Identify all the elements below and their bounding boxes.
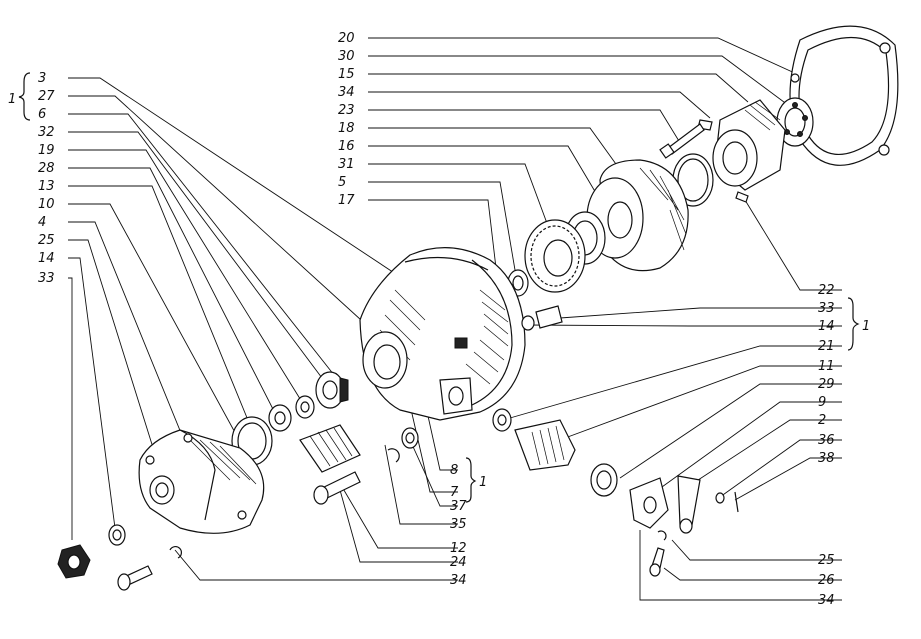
drum-16-part xyxy=(586,159,689,272)
left-label-10: 14 xyxy=(38,251,55,266)
lever-2-part xyxy=(677,475,701,534)
gear-5-part xyxy=(524,219,586,293)
left-label-2: 6 xyxy=(38,107,46,122)
left-group-number: 1 xyxy=(8,92,16,107)
front-cover-part xyxy=(138,429,265,534)
left-group-bracket: 1 xyxy=(8,72,31,121)
left-label-1: 27 xyxy=(38,89,55,104)
center-bottom-label-1: 7 xyxy=(450,485,459,500)
left-label-8: 4 xyxy=(38,215,46,230)
center-bottom-label-2: 37 xyxy=(450,499,467,514)
right-label-2: 14 xyxy=(818,319,835,334)
circlip-34b-part xyxy=(657,530,667,541)
bearing-29-part xyxy=(590,463,618,497)
bushing-21-part xyxy=(492,408,512,432)
shift-fork-part xyxy=(629,477,669,529)
left-label-9: 25 xyxy=(38,233,55,248)
leader-lines xyxy=(68,37,842,601)
bearing-30-part xyxy=(776,97,814,147)
right-label-column: 22 33 14 21 11 29 9 2 36 38 xyxy=(818,283,835,466)
right-label-6: 9 xyxy=(818,395,826,410)
nut-33-part xyxy=(57,544,91,579)
center-bottom-label-0: 8 xyxy=(450,463,458,478)
bottom-right-label-0: 25 xyxy=(818,553,835,568)
center-group-bracket: 1 xyxy=(465,457,487,503)
top-right-label-column: 20 30 15 34 23 18 16 31 5 17 xyxy=(338,31,355,208)
right-label-8: 36 xyxy=(818,433,835,448)
washer-7-part xyxy=(401,427,419,449)
plug-14-part xyxy=(521,305,563,331)
left-label-5: 28 xyxy=(38,161,55,176)
right-label-5: 29 xyxy=(818,377,835,392)
top-right-label-4: 23 xyxy=(338,103,355,118)
cover-gasket-part xyxy=(789,25,899,166)
left-label-0: 3 xyxy=(38,71,46,86)
shaft-11-part xyxy=(514,419,576,471)
top-right-label-9: 17 xyxy=(338,193,355,208)
bolt-23-part xyxy=(659,123,705,159)
washer-19-part xyxy=(295,395,315,419)
top-right-label-7: 31 xyxy=(338,157,355,172)
center-bottom-label-6: 34 xyxy=(450,573,467,588)
left-label-6: 13 xyxy=(38,179,55,194)
left-label-4: 19 xyxy=(38,143,55,158)
right-label-7: 2 xyxy=(818,413,826,428)
circlip-37-part xyxy=(387,448,400,463)
circlip-34-part xyxy=(169,546,182,559)
pin-22-part xyxy=(735,191,749,203)
output-hub-part xyxy=(697,99,786,191)
left-label-column: 3 27 6 32 19 28 13 10 4 25 14 33 xyxy=(38,71,55,286)
top-right-label-3: 34 xyxy=(338,85,355,100)
bolt-25-part xyxy=(117,565,153,591)
right-label-4: 11 xyxy=(818,359,835,374)
left-label-3: 32 xyxy=(38,125,55,140)
top-right-label-8: 5 xyxy=(338,175,346,190)
top-right-label-5: 18 xyxy=(338,121,355,136)
washer-14-part xyxy=(108,524,126,546)
center-bottom-label-3: 35 xyxy=(450,517,467,532)
right-group-number: 1 xyxy=(862,319,870,334)
center-bottom-label-4: 12 xyxy=(450,541,467,556)
bottom-right-label-column: 25 26 34 xyxy=(818,553,835,608)
top-right-label-2: 15 xyxy=(338,67,355,82)
main-housing-part xyxy=(359,247,526,421)
nut-28-part xyxy=(268,404,292,432)
right-label-1: 33 xyxy=(818,301,835,316)
pinion-35-part xyxy=(299,424,361,473)
right-group-bracket: 1 xyxy=(847,297,870,351)
right-label-9: 38 xyxy=(818,451,835,466)
bolt-24-part xyxy=(313,471,361,505)
bottom-right-label-2: 34 xyxy=(818,593,835,608)
top-right-label-1: 30 xyxy=(338,49,355,64)
bolt-26-part xyxy=(649,547,665,577)
left-label-11: 33 xyxy=(38,271,55,286)
center-group-number: 1 xyxy=(479,475,487,490)
washer-36-part xyxy=(715,492,725,504)
pin-38-part xyxy=(734,491,739,513)
top-right-label-6: 16 xyxy=(338,139,355,154)
top-right-label-0: 20 xyxy=(338,31,355,46)
bearing-32-part xyxy=(315,371,349,409)
left-label-7: 10 xyxy=(38,197,55,212)
bottom-right-label-1: 26 xyxy=(818,573,835,588)
center-bottom-label-5: 24 xyxy=(450,555,467,570)
right-label-0: 22 xyxy=(818,283,835,298)
right-label-3: 21 xyxy=(818,339,835,354)
